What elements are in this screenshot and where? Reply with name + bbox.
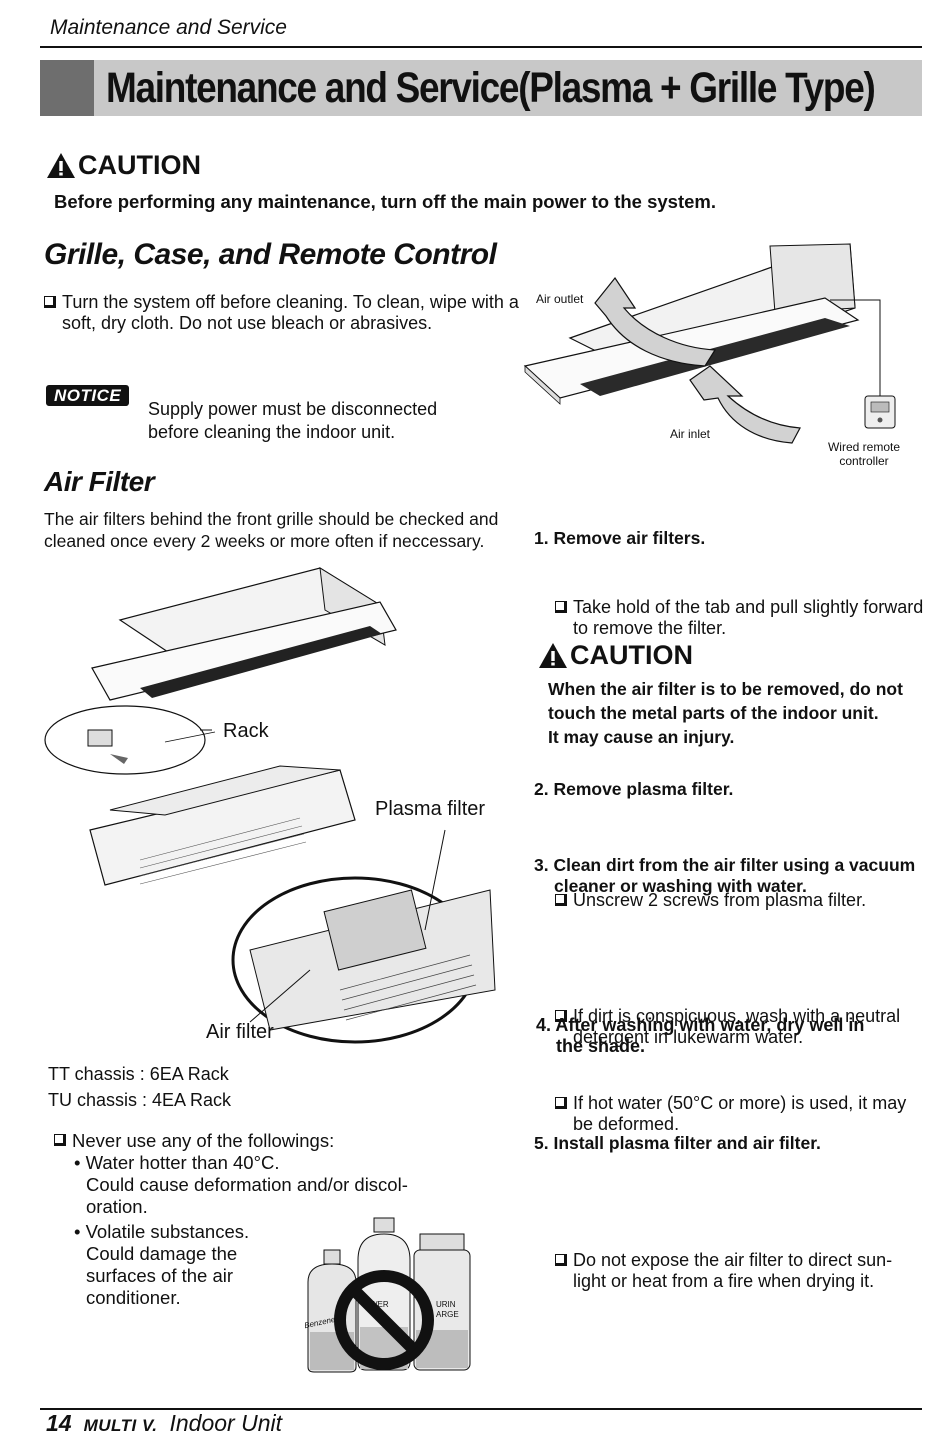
caution-label: CAUTION bbox=[570, 640, 693, 670]
step-1-bullet: Take hold of the tab and pull slightly f… bbox=[555, 597, 950, 639]
never-use-block: Never use any of the followings: • Water… bbox=[54, 1130, 408, 1309]
caution-text-top: Before performing any maintenance, turn … bbox=[54, 191, 716, 212]
step-3-bullet-1: If dirt is conspicuous, wash with a neut… bbox=[555, 1006, 950, 1048]
step-4-title: 4. After washing with water, dry well in… bbox=[536, 1015, 865, 1056]
checkbox-bullet-icon bbox=[555, 1097, 567, 1109]
label-plasma-filter: Plasma filter bbox=[375, 798, 486, 820]
prohibited-chemicals-illustration bbox=[307, 1217, 471, 1373]
label-air-outlet: Air outlet bbox=[536, 292, 584, 306]
caution-heading-top: CAUTION bbox=[46, 150, 201, 181]
step-2-title: 2. Remove plasma filter. bbox=[534, 779, 734, 799]
title-bar bbox=[40, 60, 922, 116]
warning-icon bbox=[539, 643, 567, 668]
bottle-label-2: WER bbox=[370, 1300, 389, 1309]
step-5-title: 5. Install plasma filter and air filter. bbox=[534, 1133, 821, 1153]
step-1-title: 1. Remove air filters. bbox=[534, 528, 706, 548]
label-rack: Rack bbox=[223, 720, 269, 742]
label-air-filter: Air filter bbox=[206, 1021, 274, 1043]
air-filter-intro: The air filters behind the front grille … bbox=[44, 509, 499, 551]
indoor-unit-airflow-diagram bbox=[523, 243, 896, 444]
page-number: 14 bbox=[46, 1410, 72, 1436]
bottle-label-3: URIN ARGE bbox=[436, 1300, 459, 1319]
section-title-grille: Grille, Case, and Remote Control bbox=[44, 238, 497, 271]
step-3-bullet-2: If hot water (50°C or more) is used, it … bbox=[555, 1093, 950, 1135]
footer-unit-label: Indoor Unit bbox=[169, 1410, 283, 1436]
filter-removal-diagram bbox=[44, 567, 496, 1044]
caution-text-filter: When the air filter is to be removed, do… bbox=[548, 679, 903, 747]
step-4-bullet: Do not expose the air filter to direct s… bbox=[555, 1250, 950, 1292]
never-use-item-2: • Volatile substances. Could damage the … bbox=[74, 1221, 250, 1308]
step-2-bullet: Unscrew 2 screws from plasma filter. bbox=[555, 890, 950, 911]
label-air-inlet: Air inlet bbox=[670, 427, 711, 441]
checkbox-bullet-icon bbox=[555, 894, 567, 906]
checkbox-bullet-icon bbox=[44, 296, 56, 308]
warning-icon bbox=[47, 153, 75, 178]
never-use-item-1: • Water hotter than 40°C. Could cause de… bbox=[74, 1152, 408, 1217]
footer: 14 MULTI V. Indoor Unit bbox=[46, 1410, 282, 1437]
checkbox-bullet-icon bbox=[54, 1134, 66, 1146]
caution-label: CAUTION bbox=[78, 150, 201, 180]
title-block bbox=[40, 60, 94, 116]
page-title: Maintenance and Service(Plasma + Grille … bbox=[106, 64, 876, 112]
label-wired-remote: Wired remote controller bbox=[827, 440, 901, 468]
running-header: Maintenance and Service bbox=[50, 16, 287, 39]
brand-logo: MULTI V. bbox=[83, 1416, 158, 1435]
grille-bullet: Turn the system off before cleaning. To … bbox=[44, 292, 532, 334]
caution-heading-filter: CAUTION bbox=[538, 640, 693, 671]
notice-text: Supply power must be disconnected before… bbox=[148, 399, 438, 442]
checkbox-bullet-icon bbox=[555, 601, 567, 613]
checkbox-bullet-icon bbox=[555, 1254, 567, 1266]
chassis-info: TT chassis : 6EA Rack TU chassis : 4EA R… bbox=[48, 1064, 232, 1110]
checkbox-bullet-icon bbox=[555, 1010, 567, 1022]
header-rule bbox=[40, 46, 922, 48]
notice-badge: NOTICE bbox=[46, 385, 130, 406]
step-3-title: 3. Clean dirt from the air filter using … bbox=[534, 855, 916, 896]
never-use-lead: Never use any of the followings: bbox=[54, 1130, 408, 1152]
section-title-air-filter: Air Filter bbox=[44, 466, 155, 497]
footer-rule bbox=[40, 1408, 922, 1410]
